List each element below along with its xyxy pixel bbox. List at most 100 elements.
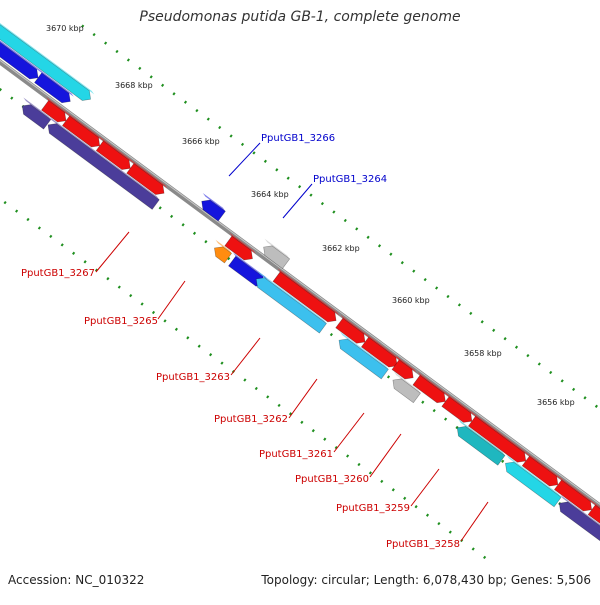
tick-dot: [400, 261, 404, 265]
gene-arrow-body: [263, 245, 291, 270]
gene-arrow: [21, 97, 52, 130]
tick-dot: [355, 227, 359, 231]
tick-dot: [414, 505, 418, 509]
tick-dot: [220, 361, 224, 365]
tick-dot: [117, 285, 121, 289]
gene-arrow-body: [456, 426, 506, 466]
tick-dot: [537, 362, 541, 366]
gene-arrow-body: [0, 24, 91, 101]
gene-arrow-body: [338, 338, 389, 380]
tick-dot: [192, 231, 197, 235]
gene-arrow-top: [202, 193, 226, 212]
tick-dot: [275, 168, 279, 172]
gene-label-leader: [369, 433, 402, 478]
tick-dot: [115, 49, 119, 54]
gene-arrow-body: [34, 72, 71, 104]
kbp-scale-label: 3668 kbp: [115, 81, 153, 90]
tick-dot: [446, 294, 450, 299]
gene-arrow: [558, 494, 600, 542]
gene-arrow-body: [558, 501, 600, 542]
label-leaders-layer: [95, 142, 489, 542]
gene-label: PputGB1_3263: [156, 372, 230, 383]
tick-dot: [386, 375, 391, 379]
tick-dot: [368, 471, 372, 475]
tick-dot: [311, 429, 315, 433]
gene-arrow-body: [95, 140, 131, 170]
tick-dot: [277, 403, 281, 408]
tick-dot: [298, 185, 302, 189]
gene-arrow: [61, 112, 104, 148]
tick-dot: [346, 454, 350, 458]
tick-dot: [104, 41, 108, 45]
tick-dot: [480, 320, 484, 324]
gene-arrow-top: [526, 452, 562, 480]
tick-dot: [266, 395, 270, 399]
tick-dot: [183, 100, 188, 104]
gene-arrow-top: [67, 112, 104, 141]
tick-dot: [332, 210, 336, 214]
gene-label: PputGB1_3262: [214, 414, 288, 425]
gene-arrow-body: [335, 317, 366, 344]
tick-dot: [10, 96, 14, 100]
tick-dot: [106, 277, 110, 281]
tick-dot: [151, 310, 156, 315]
gene-arrow: [263, 238, 291, 270]
gene-arrow-top: [100, 137, 134, 164]
tick-dot: [432, 408, 436, 413]
gene-arrow: [392, 371, 421, 404]
kbp-scale-label: 3664 kbp: [251, 190, 289, 199]
gene-arrow-body: [391, 359, 414, 380]
gene-arrow: [521, 452, 562, 487]
kbp-scale-label: 3660 kbp: [392, 296, 430, 305]
gene-arrow-body: [360, 336, 398, 368]
gene-arrow-top: [233, 252, 268, 281]
tick-dot: [483, 555, 487, 560]
topology-text: Topology: circular; Length: 6,078,430 bp…: [261, 573, 591, 587]
gene-label-leader: [157, 280, 186, 320]
accession-text: Accession: NC_010322: [8, 573, 145, 587]
gene-arrow: [587, 501, 600, 524]
tick-dot: [594, 404, 598, 408]
tick-dot: [437, 521, 441, 526]
tick-dot: [471, 547, 475, 551]
kbp-scale-label: 3670 kbp: [46, 24, 84, 33]
tick-dot: [421, 400, 425, 404]
gene-label: PputGB1_3266: [261, 133, 335, 144]
gene-arrow-body: [441, 396, 473, 423]
tick-dot: [403, 496, 407, 500]
gene-arrow-body: [412, 374, 446, 404]
gene-arrow-top: [473, 412, 530, 457]
tick-dot: [503, 337, 507, 341]
gene-arrow: [214, 239, 233, 264]
tick-dot: [3, 200, 7, 205]
gene-arrow: [0, 40, 42, 80]
gene-arrow: [126, 160, 168, 195]
gene-arrow: [553, 476, 596, 512]
gene-arrow: [201, 193, 226, 222]
tick-dot: [334, 445, 338, 450]
gene-arrow-body: [0, 41, 39, 80]
gene-arrow-top: [393, 371, 421, 394]
gene-label-leader: [410, 468, 440, 507]
kbp-scale-label: 3662 kbp: [322, 244, 360, 253]
genome-backbone-highlight: [0, 59, 600, 505]
tick-dot: [195, 108, 199, 113]
tick-dot: [149, 75, 153, 79]
gene-arrow-body: [392, 378, 421, 404]
tick-dot: [243, 378, 247, 382]
tick-dot: [72, 251, 76, 255]
tick-dot: [288, 412, 293, 416]
tick-dot: [181, 223, 185, 227]
tick-dot: [197, 344, 201, 348]
tick-dot: [81, 24, 85, 28]
tick-dot: [0, 88, 2, 92]
tick-dot: [380, 479, 384, 484]
tick-dot: [300, 420, 304, 424]
tick-dot: [252, 151, 256, 155]
kbp-scale-label: 3658 kbp: [464, 349, 502, 358]
gene-arrow: [360, 333, 401, 368]
gene-arrow-body: [467, 415, 527, 463]
gene-arrow-top: [396, 356, 417, 373]
gene-arrow-body: [272, 271, 337, 323]
